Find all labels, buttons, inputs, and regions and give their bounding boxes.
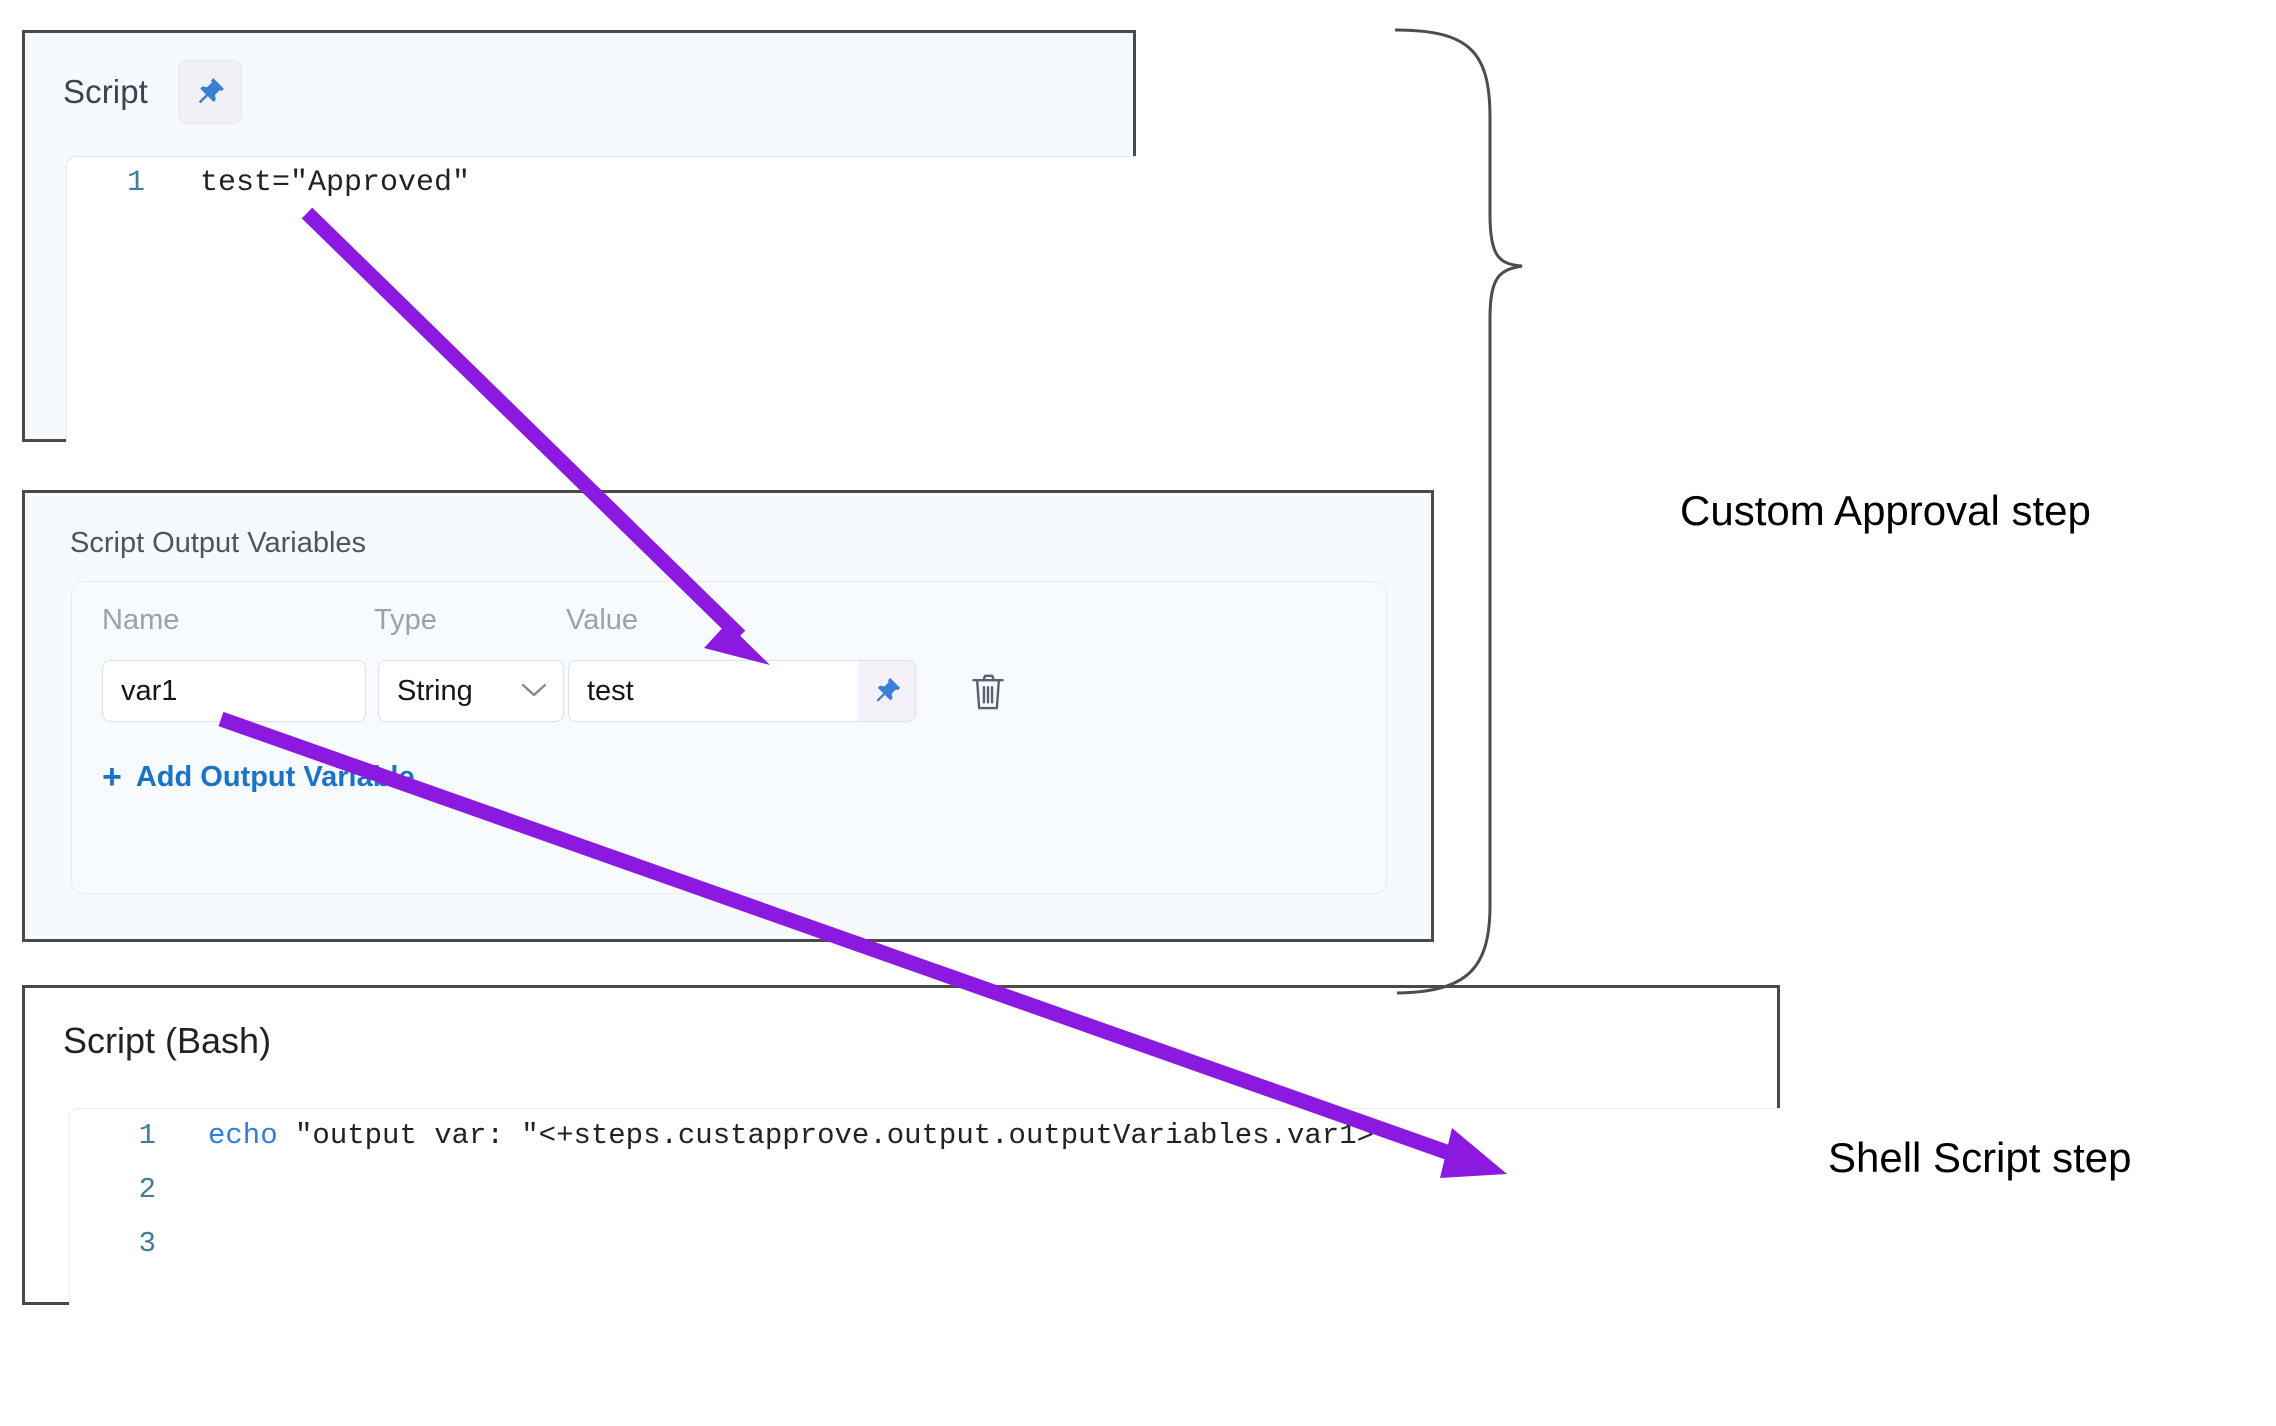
pin-icon	[875, 677, 900, 702]
code-text: "output var: "<+steps.custapprove.output…	[277, 1119, 1375, 1152]
output-variable-row: var1 String test	[102, 660, 1368, 722]
code-text: test="Approved"	[200, 166, 471, 200]
add-output-variable-label: Add Output Variable	[135, 760, 415, 793]
bash-script-panel: Script (Bash) 1 echo "output var: "<+ste…	[22, 985, 1780, 1305]
chevron-down-icon	[521, 680, 547, 702]
plus-icon: +	[102, 758, 122, 796]
code-line: 1 echo "output var: "<+steps.custapprove…	[70, 1109, 1780, 1163]
pin-icon	[198, 78, 224, 104]
script-panel-title: Script	[63, 73, 148, 110]
annotation-shell-script-step: Shell Script step	[1828, 1134, 2132, 1181]
variable-value-group: test	[568, 660, 916, 722]
output-variables-column-headers: Name Type Value	[102, 604, 1366, 644]
variable-value-input[interactable]: test	[568, 660, 858, 722]
column-header-type: Type	[374, 604, 437, 636]
line-number: 1	[138, 1119, 156, 1152]
variable-name-input[interactable]: var1	[102, 660, 366, 722]
script-panel: Script 1 test="Approved"	[22, 30, 1136, 442]
column-header-value: Value	[566, 604, 639, 636]
line-number: 1	[126, 166, 145, 200]
bash-panel-title: Script (Bash)	[63, 1020, 272, 1061]
code-keyword: echo	[208, 1119, 278, 1152]
code-line: 2	[70, 1163, 1780, 1217]
annotation-custom-approval-step: Custom Approval step	[1680, 487, 2091, 534]
code-line: 3	[70, 1217, 1780, 1271]
add-output-variable-button[interactable]: + Add Output Variable	[102, 760, 415, 794]
delete-variable-button[interactable]	[962, 662, 1014, 720]
bash-code-editor[interactable]: 1 echo "output var: "<+steps.custapprove…	[69, 1108, 1780, 1305]
code-line: 1 test="Approved"	[67, 157, 1136, 209]
line-number: 3	[138, 1227, 156, 1260]
variable-type-value: String	[397, 674, 473, 707]
line-number: 2	[138, 1173, 156, 1206]
variable-type-select[interactable]: String	[378, 660, 564, 722]
output-variables-box: Name Type Value var1 String test	[71, 581, 1387, 894]
trash-icon	[972, 674, 1004, 710]
value-pin-icon-button[interactable]	[858, 660, 916, 722]
pin-icon-button[interactable]	[177, 60, 242, 124]
script-code-editor[interactable]: 1 test="Approved"	[66, 156, 1136, 442]
script-panel-header: Script	[25, 33, 1133, 151]
script-output-variables-title: Script Output Variables	[70, 527, 367, 559]
script-output-variables-panel: Script Output Variables Name Type Value …	[22, 490, 1434, 942]
column-header-name: Name	[102, 604, 180, 636]
